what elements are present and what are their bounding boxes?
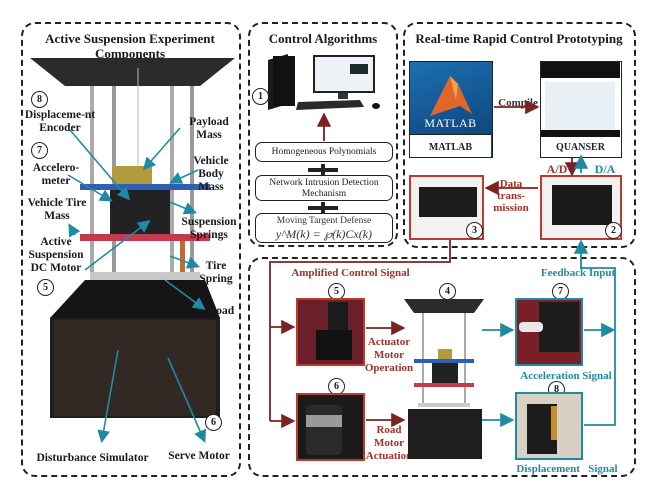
amplified-control-signal-label: Amplified Control Signal (291, 267, 410, 279)
displacement-signal-label: Displacement Signal (516, 463, 618, 475)
keyboard (296, 100, 364, 110)
rod (170, 86, 174, 296)
computer-photo (268, 52, 383, 110)
matlab-logo-text: MATLAB (424, 116, 477, 130)
rcp-title: Real-time Rapid Control Prototyping (415, 31, 623, 46)
label-suspension-springs: Suspension Springs (181, 216, 237, 241)
mtd-formula: y^M(k) = ℘(k)Cx(k) (275, 227, 373, 241)
box-network-intrusion-detection: Network Intrusion Detection Mechanism (255, 175, 393, 201)
quanser-caption: QUANSER (556, 142, 605, 153)
panel-rapid-control-prototyping (403, 22, 636, 248)
label-active-suspension-dc-motor: Active Suspension DC Motor (28, 236, 84, 274)
panel-suspension-components (21, 22, 241, 477)
marker-5-left: 5 (37, 279, 54, 296)
top-plate (30, 58, 235, 86)
panel-suspension-title-text: Active Suspension Experiment Components (45, 31, 215, 61)
motor-block (110, 190, 170, 235)
payload-mass (112, 166, 152, 186)
tire-spring (180, 241, 185, 276)
base-top (50, 280, 220, 318)
marker-7-bottom: 7 (552, 283, 569, 300)
mtd-title: Moving Targent Defense (276, 216, 372, 226)
accelerometer-image (515, 298, 583, 366)
displacement-encoder-image (515, 392, 583, 460)
marker-3: 3 (466, 222, 483, 239)
box-moving-target-defense: Moving Targent Defense y^M(k) = ℘(k)Cx(k… (255, 213, 393, 243)
panel-suspension-title: Active Suspension Experiment Components (30, 31, 230, 61)
control-algorithms-title: Control Algorithms (268, 31, 378, 46)
acceleration-signal-label: Acceleration Signal (520, 370, 612, 382)
marker-6-left: 6 (205, 414, 222, 431)
da-label: D/A (594, 162, 616, 176)
vehicle-body-plate (80, 184, 210, 190)
plus-connector-2 (308, 201, 338, 214)
label-tire-spring: Tire Spring (199, 260, 233, 285)
compile-label: Compile (498, 97, 538, 109)
label-vehicle-tire-mass: Vehicle Tire Mass (27, 197, 87, 222)
plus-connector-1 (308, 163, 338, 176)
suspension-rig-small-photo (404, 299, 484, 459)
label-disturbance-simulator: Disturbance Simulator (36, 452, 149, 464)
matlab-caption: MATLAB (428, 142, 473, 153)
feedback-input-label: Feedback Input (540, 267, 616, 279)
box-homogeneous-polynomials: Homogeneous Polynomials (255, 142, 393, 162)
label-payload-mass: Payload Mass (189, 116, 229, 141)
road-plate (90, 272, 200, 280)
marker-7-left: 7 (31, 142, 48, 159)
label-accelerometer: Accelero-meter (32, 162, 80, 187)
label-vehicle-body-mass: Vehicle Body Mass (193, 155, 229, 193)
actuator-motor-image (296, 298, 365, 366)
ad-label: A/D (546, 162, 568, 176)
mouse (372, 103, 380, 109)
marker-8-left: 8 (31, 91, 48, 108)
label-displacement-encoder: Displaceme-nt Encoder (24, 109, 96, 134)
marker-2: 2 (605, 222, 622, 239)
matlab-membrane-logo (430, 76, 472, 116)
marker-1: 1 (252, 88, 269, 105)
matlab-image: MATLAB MATLAB (409, 61, 493, 158)
marker-4: 4 (439, 283, 456, 300)
label-serve-motor: Serve Motor (168, 450, 230, 462)
road-motor-image (296, 393, 365, 461)
data-transmission-label: Data trans-mission (493, 178, 529, 214)
label-road: Road (207, 305, 235, 317)
quanser-image: QUANSER (540, 61, 622, 158)
